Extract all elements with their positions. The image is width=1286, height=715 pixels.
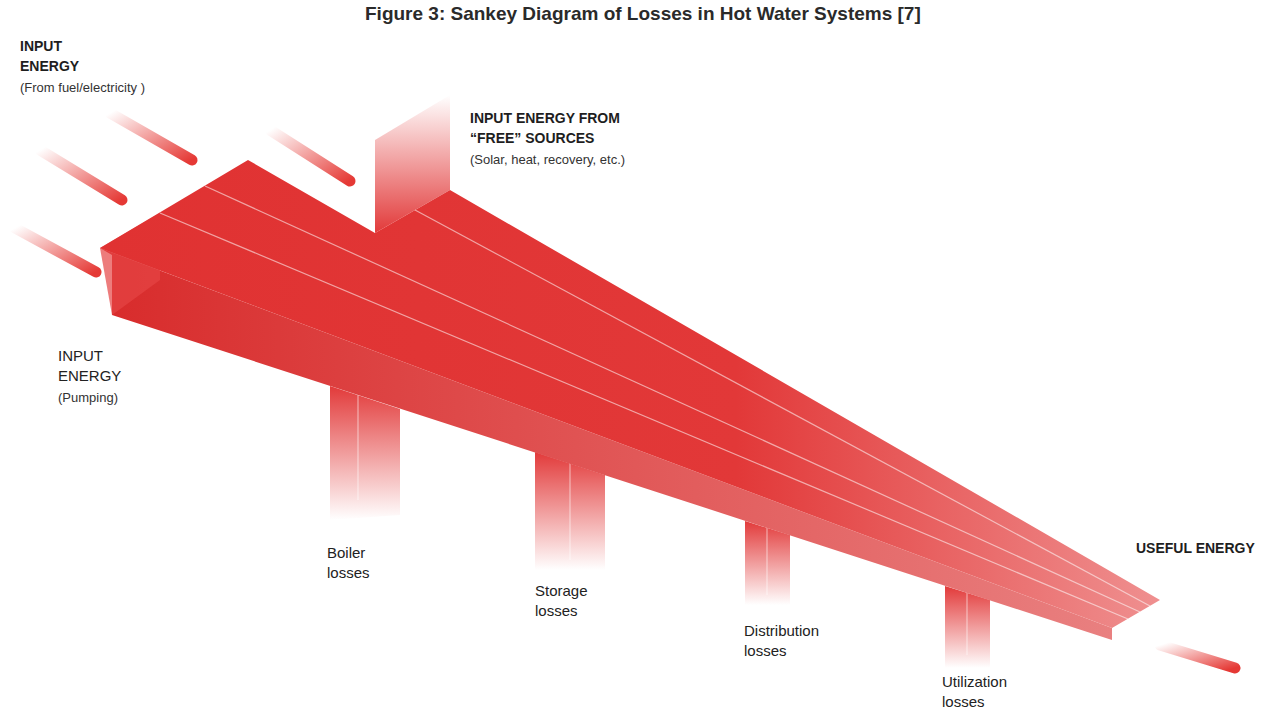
output-label: USEFUL ENERGY	[1136, 538, 1276, 558]
loss-label: Storage losses	[535, 581, 615, 621]
utilization-loss-band	[945, 586, 990, 668]
input-pipe	[15, 228, 96, 272]
input-pipe	[110, 113, 192, 160]
distribution-loss-band	[745, 521, 790, 605]
input-note: (Pumping)	[58, 388, 178, 408]
input-note: (From fuel/electricity )	[20, 78, 220, 98]
boiler-loss-band	[330, 386, 400, 520]
figure-title: Figure 3: Sankey Diagram of Losses in Ho…	[365, 4, 921, 24]
input-label: INPUT ENERGY	[58, 346, 148, 386]
loss-label: Distribution losses	[744, 621, 854, 661]
loss-label: Utilization losses	[942, 672, 1042, 712]
input-label: INPUT ENERGY FROM “FREE” SOURCES	[470, 108, 670, 148]
band-dividers	[160, 186, 1150, 619]
input-pipes	[15, 113, 1235, 668]
input-pipe	[270, 130, 350, 181]
band-top-face	[100, 160, 1160, 628]
input-pipe	[40, 150, 122, 200]
input-label: INPUT ENERGY	[20, 36, 110, 76]
output-pipe	[1160, 645, 1235, 668]
loss-label: Boiler losses	[327, 543, 397, 583]
input-note: (Solar, heat, recovery, etc.)	[470, 150, 690, 170]
